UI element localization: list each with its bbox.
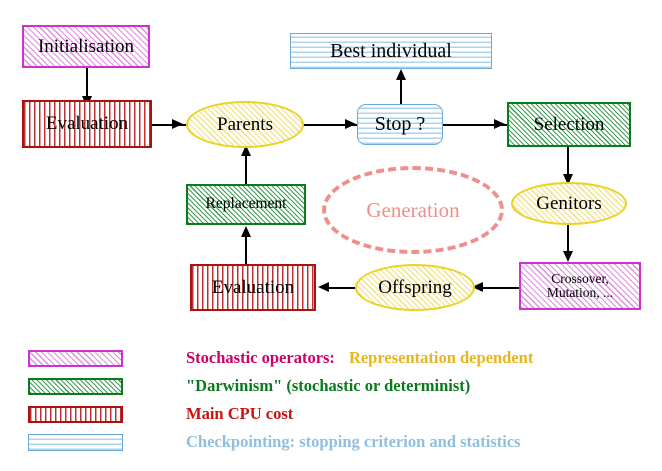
node-best-individual[interactable]: Best individual (290, 33, 492, 69)
node-best-individual-label: Best individual (330, 39, 452, 62)
arrowhead-right-stop (345, 118, 356, 129)
arrowhead-up-replacement (240, 226, 251, 237)
edge-offspring-to-evaluation (322, 287, 360, 289)
node-generation: Generation (322, 166, 504, 254)
node-parents-label: Parents (217, 113, 273, 135)
node-evaluation-top-label: Evaluation (45, 113, 129, 135)
node-generation-label: Generation (366, 197, 460, 222)
edge-evaluation-to-parents (152, 124, 190, 126)
legend-swatch-green-diagonal-hatch-icon (28, 377, 123, 395)
node-selection[interactable]: Selection (507, 102, 631, 147)
node-genitors[interactable]: Genitors (511, 182, 627, 225)
arrowhead-left-evaluation (318, 281, 329, 292)
arrowhead-right-selection (494, 118, 505, 129)
legend-swatch-red-vertical-hatch-icon (28, 405, 123, 423)
legend-label: "Darwinism" (stochastic or determinist) (153, 356, 470, 416)
node-stop[interactable]: Stop ? (357, 104, 443, 145)
arrowhead-up-best-individual (395, 69, 406, 80)
legend-row: Stochastic operators: Representation depe… (28, 346, 533, 370)
legend-swatch-blue-horizontal-hatch-icon (28, 433, 123, 451)
edge-selection-to-genitors (567, 147, 569, 179)
node-initialisation[interactable]: Initialisation (22, 25, 150, 68)
legend-text-primary: "Darwinism" (stochastic or determinist) (186, 376, 471, 395)
node-evaluation-bottom[interactable]: Evaluation (190, 264, 316, 311)
legend-row: Checkpointing: stopping criterion and st… (28, 430, 521, 454)
node-genitors-label: Genitors (536, 192, 602, 214)
legend-label: Checkpointing: stopping criterion and st… (153, 412, 521, 471)
legend-swatch-magenta-diagonal-hatch-icon (28, 349, 123, 367)
legend-row: Main CPU cost (28, 402, 293, 426)
edge-evaluation-to-replacement (245, 230, 247, 266)
edge-replacement-to-parents (245, 148, 247, 184)
node-replacement[interactable]: Replacement (186, 184, 306, 225)
node-crossover-mutation-label: Crossover, Mutation, ... (546, 270, 614, 300)
legend-row: "Darwinism" (stochastic or determinist) (28, 374, 470, 398)
node-offspring[interactable]: Offspring (355, 264, 475, 311)
node-offspring-label: Offspring (378, 276, 452, 298)
node-replacement-label: Replacement (205, 195, 287, 213)
edge-initialisation-to-evaluation (86, 68, 88, 100)
legend-label: Main CPU cost (153, 384, 293, 444)
edge-stop-to-best-individual (400, 72, 402, 106)
edge-crossover-to-offspring (478, 287, 520, 289)
node-initialisation-label: Initialisation (37, 35, 135, 57)
node-crossover-mutation[interactable]: Crossover, Mutation, ... (519, 262, 641, 310)
legend-label: Stochastic operators: Representation depe… (153, 328, 533, 388)
legend-text-primary: Checkpointing: stopping criterion and st… (186, 432, 521, 451)
node-evaluation-top[interactable]: Evaluation (22, 100, 152, 148)
arrowhead-down-genitors (562, 174, 573, 185)
arrowhead-up-parents (240, 145, 251, 156)
legend-text-secondary: Representation dependent (348, 348, 534, 367)
arrowhead-down-crossover (562, 251, 573, 262)
arrowhead-right-parents (172, 118, 183, 129)
arrowhead-left-offspring (472, 281, 483, 292)
edge-stop-to-selection (442, 124, 510, 126)
node-evaluation-bottom-label: Evaluation (211, 276, 295, 298)
edge-genitors-to-crossover (567, 225, 569, 257)
legend-text-primary: Stochastic operators: (186, 348, 335, 367)
node-stop-label: Stop ? (374, 113, 426, 135)
node-parents[interactable]: Parents (186, 101, 304, 148)
node-selection-label: Selection (533, 113, 605, 135)
legend-text-primary: Main CPU cost (186, 404, 294, 423)
edge-parents-to-stop (302, 124, 360, 126)
